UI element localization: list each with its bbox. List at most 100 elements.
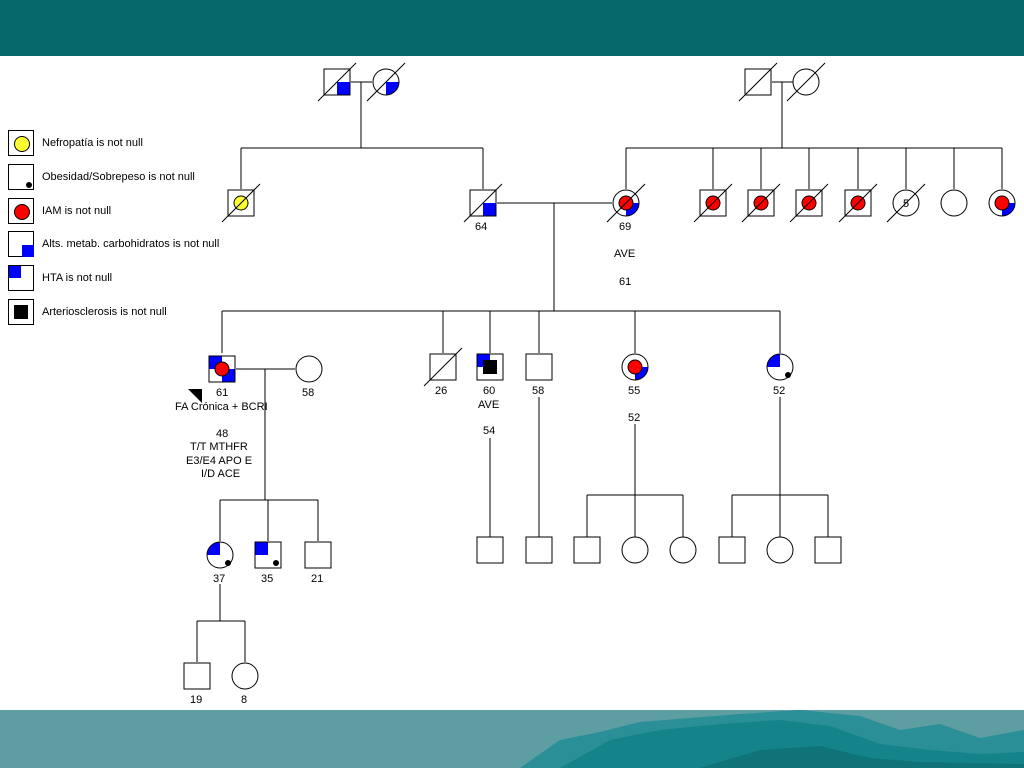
age-label: 55 [628,385,640,397]
legend-label: Obesidad/Sobrepeso is not null [42,171,195,183]
male-individual-symbol [476,353,504,381]
deceased-slash [423,347,463,387]
male-individual-symbol [304,541,332,569]
female-individual-symbol [766,353,794,381]
deceased-slash [741,183,781,223]
deceased-slash [789,183,829,223]
footer-band [0,710,1024,768]
iam-marker [994,195,1010,211]
age-label: 61 [216,387,228,399]
age-label: 37 [213,573,225,585]
deceased-slash [786,62,826,102]
age-label: 69 [619,221,631,233]
female-individual-symbol [606,183,646,223]
obesidad-marker [225,560,231,566]
deceased-slash [366,62,406,102]
male-individual-symbol [317,62,357,102]
blue-square-top-left-icon [8,265,34,291]
male-individual-symbol [693,183,733,223]
male-individual-symbol [463,183,503,223]
female-individual-symbol [231,662,259,690]
age-label: 19 [190,694,202,706]
count-label: 5 [903,198,909,210]
male-individual-symbol [814,536,842,564]
carbohidratos-marker [483,203,496,216]
legend-item-nefropatia: Nefropatía is not null [8,130,248,158]
legend-item-arteriosclerosis: Arteriosclerosis is not null [8,299,248,327]
deceased-slash [317,62,357,102]
black-square-icon [8,299,34,325]
obesidad-marker [273,560,279,566]
legend-label: HTA is not null [42,272,113,284]
legend-label: IAM is not null [42,205,112,217]
iam-marker [627,359,643,375]
male-individual-symbol [718,536,746,564]
age-label: 58 [532,385,544,397]
male-individual-symbol [208,355,236,383]
legend-item-iam: IAM is not null [8,198,248,226]
female-individual-symbol [621,536,649,564]
female-individual-symbol [206,541,234,569]
male-individual-symbol [741,183,781,223]
mountain-decoration [520,710,1024,768]
iam-marker [214,361,230,377]
female-individual-symbol [940,189,968,217]
note-label: 48 [216,428,228,440]
age-label: 26 [435,385,447,397]
yellow-circle-icon [8,130,34,156]
male-individual-symbol [838,183,878,223]
female-individual-symbol [295,355,323,383]
female-individual-symbol [621,353,649,381]
female-individual-symbol: 5 [886,183,926,223]
genotype-label: E3/E4 APO E [186,455,252,467]
header-band [0,0,1024,56]
note-label: AVE [478,399,499,411]
deceased-slash [693,183,733,223]
pedigree-lines [196,81,1003,662]
arteriosclerosis-marker [483,360,497,374]
black-dot-icon [8,164,34,190]
female-individual-symbol [366,62,406,102]
male-individual-symbol [476,536,504,564]
red-circle-icon [8,198,34,224]
genotype-label: I/D ACE [201,468,240,480]
blue-square-bottom-right-icon [8,231,34,257]
legend-label: Nefropatía is not null [42,137,143,149]
male-individual-symbol [423,347,463,387]
deceased-slash [606,183,646,223]
note-label: 52 [628,412,640,424]
age-label: 35 [261,573,273,585]
deceased-slash [221,183,261,223]
age-label: 64 [475,221,487,233]
note-label: AVE [614,248,635,260]
male-individual-symbol [789,183,829,223]
pedigree-symbols: 5 [183,62,1016,690]
hta-marker [255,542,268,555]
legend-item-hta: HTA is not null [8,265,248,293]
obesidad-marker [785,372,791,378]
female-individual-symbol [669,536,697,564]
female-individual-symbol [766,536,794,564]
age-label: 21 [311,573,323,585]
deceased-slash [738,62,778,102]
legend-label: Alts. metab. carbohidratos is not null [42,238,220,250]
legend-label: Arteriosclerosis is not null [42,306,167,318]
deceased-slash [463,183,503,223]
deceased-slash [838,183,878,223]
age-label: 8 [241,694,247,706]
male-individual-symbol [254,541,282,569]
male-individual-symbol [183,662,211,690]
legend-item-carbohidratos: Alts. metab. carbohidratos is not null [8,231,248,259]
female-individual-symbol [988,189,1016,217]
female-individual-symbol [786,62,826,102]
age-label: 52 [773,385,785,397]
male-individual-symbol [573,536,601,564]
deceased-slash [886,183,926,223]
age-label: 60 [483,385,495,397]
genotype-label: T/T MTHFR [190,441,248,453]
carbohidratos-marker [337,82,350,95]
proband-arrow-icon [188,389,202,403]
male-individual-symbol [525,353,553,381]
male-individual-symbol [525,536,553,564]
